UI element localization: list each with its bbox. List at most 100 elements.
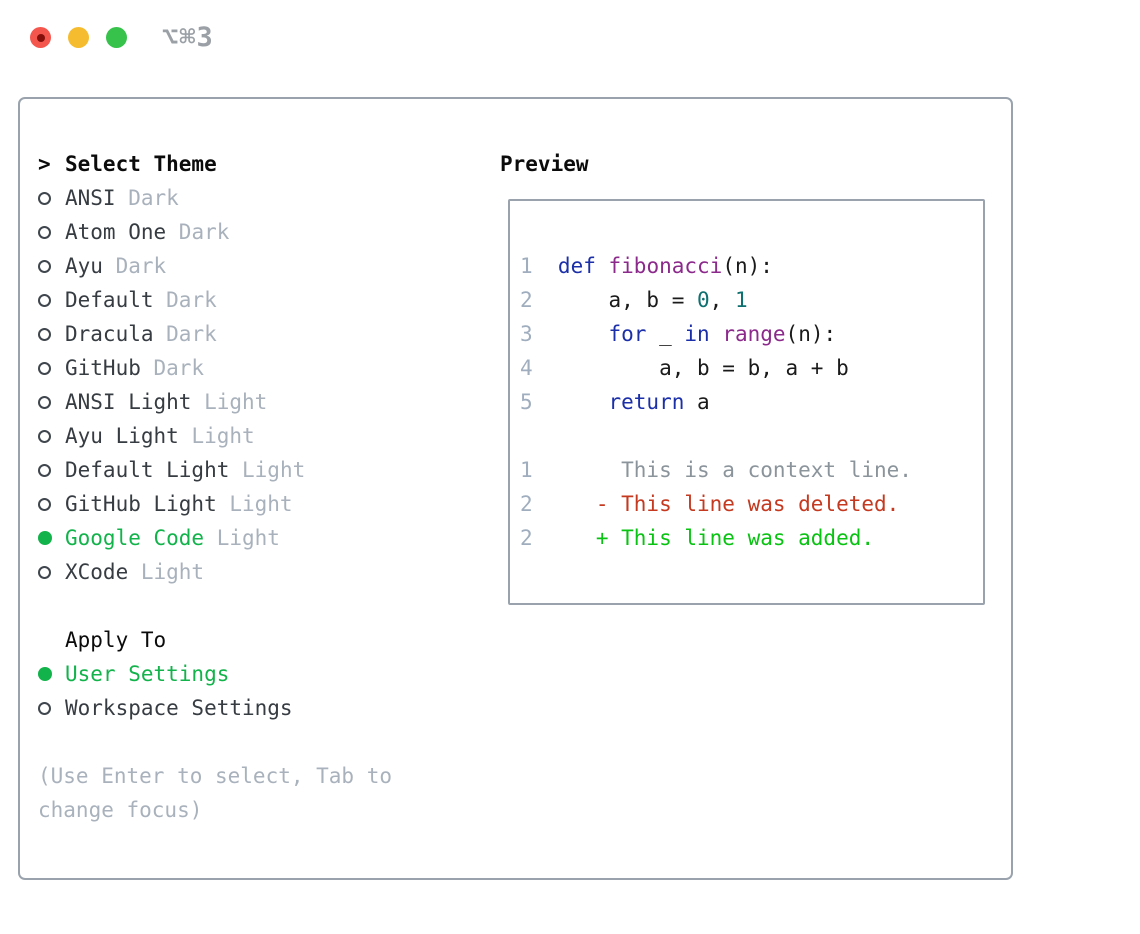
option-label: Atom One — [65, 220, 167, 244]
preview-label: Preview — [500, 152, 589, 176]
option-atom-one[interactable]: Atom One Dark — [38, 215, 478, 249]
radio-unselected-icon — [38, 225, 65, 239]
minimize-button[interactable] — [68, 27, 89, 48]
radio-unselected-icon — [38, 395, 65, 409]
radio-unselected-icon — [38, 191, 65, 205]
code-token: return — [608, 390, 685, 414]
select-theme-label: Select Theme — [65, 152, 217, 176]
option-workspace-settings[interactable]: Workspace Settings — [38, 691, 478, 725]
radio-unselected-icon — [38, 429, 65, 443]
code-token: 1 — [734, 288, 748, 312]
option-dracula[interactable]: Dracula Dark — [38, 317, 478, 351]
option-default[interactable]: Default Dark — [38, 283, 478, 317]
radio-unselected-icon — [38, 463, 65, 477]
code-token — [558, 390, 609, 414]
code-token: def — [557, 254, 596, 278]
option-label: ANSI — [65, 186, 116, 210]
option-github-light[interactable]: GitHub Light Light — [38, 487, 478, 521]
option-variant-label: Dark — [153, 288, 217, 312]
diff-text: + This line was added. — [557, 526, 874, 550]
line-number: 3 — [520, 322, 533, 346]
option-variant-label: Dark — [166, 220, 230, 244]
code-token — [596, 254, 609, 278]
close-button-dot-icon — [36, 33, 45, 42]
line-number: 2 — [520, 288, 533, 312]
option-variant-label: Light — [229, 458, 306, 482]
line-number: 1 — [520, 254, 533, 278]
option-label: Default — [65, 288, 154, 312]
code-line: 3 for _ in range(n): — [520, 317, 983, 351]
spacer — [38, 725, 478, 759]
diff-text: - This line was deleted. — [557, 492, 900, 516]
option-variant-label: Dark — [153, 322, 217, 346]
option-label: XCode — [65, 560, 129, 584]
code-token: fibonacci — [608, 254, 723, 278]
option-label: Google Code — [65, 526, 205, 550]
option-label: Dracula — [65, 322, 154, 346]
code-token — [558, 322, 609, 346]
blank-line — [520, 419, 983, 453]
option-user-settings[interactable]: User Settings — [38, 657, 478, 691]
line-number: 2 — [520, 492, 533, 516]
diff-line-deleted: 2 - This line was deleted. — [520, 487, 983, 521]
option-ansi[interactable]: ANSI Dark — [38, 181, 478, 215]
option-variant-label: Light — [191, 390, 268, 414]
keyboard-hint: (Use Enter to select, Tab to change focu… — [38, 764, 393, 822]
titlebar: ⌥⌘3 — [0, 0, 1140, 78]
apply-to-label: Apply To — [65, 628, 167, 652]
option-variant-label: Dark — [115, 186, 179, 210]
option-variant-label: Dark — [102, 254, 167, 278]
diff-line-added: 2 + This line was added. — [520, 521, 983, 555]
option-variant-label: Light — [128, 560, 205, 584]
option-default-light[interactable]: Default Light Light — [38, 453, 478, 487]
radio-unselected-icon — [38, 565, 65, 579]
option-label: User Settings — [65, 662, 230, 686]
line-number: 4 — [520, 356, 533, 380]
zoom-button[interactable] — [106, 27, 127, 48]
option-ansi-light[interactable]: ANSI Light Light — [38, 385, 478, 419]
line-number: 5 — [520, 390, 533, 414]
code-line: 4 a, b = b, a + b — [520, 351, 983, 385]
code-token: a, b = — [557, 288, 697, 312]
option-google-code[interactable]: Google Code Light — [38, 521, 478, 555]
option-ayu-light[interactable]: Ayu Light Light — [38, 419, 478, 453]
diff-text: This is a context line. — [557, 458, 912, 482]
close-button[interactable] — [30, 27, 51, 48]
apply-to-header: Apply To — [38, 623, 478, 657]
code-token: range — [722, 322, 786, 346]
option-github[interactable]: GitHub Dark — [38, 351, 478, 385]
option-variant-label: Light — [216, 492, 293, 516]
code-token: _ — [646, 322, 685, 346]
spacer — [38, 589, 478, 623]
code-token — [710, 322, 723, 346]
option-label: GitHub Light — [65, 492, 217, 516]
code-token: , — [709, 288, 735, 312]
code-token: for — [608, 322, 647, 346]
radio-unselected-icon — [38, 701, 65, 715]
code-token: (n): — [785, 322, 837, 346]
code-token: a, b = b, a + b — [557, 356, 849, 380]
radio-selected-icon — [38, 667, 65, 681]
radio-selected-icon — [38, 531, 65, 545]
radio-unselected-icon — [38, 259, 65, 273]
option-variant-label: Light — [178, 424, 255, 448]
diff-line-context: 1 This is a context line. — [520, 453, 983, 487]
option-ayu[interactable]: Ayu Dark — [38, 249, 478, 283]
cursor-prefix: > — [38, 152, 51, 176]
code-token: a — [684, 390, 710, 414]
option-label: Workspace Settings — [65, 696, 293, 720]
option-label: Ayu — [65, 254, 103, 278]
option-xcode[interactable]: XCode Light — [38, 555, 478, 589]
option-label: Default Light — [65, 458, 230, 482]
option-variant-label: Light — [204, 526, 280, 550]
radio-unselected-icon — [38, 361, 65, 375]
radio-unselected-icon — [38, 293, 65, 307]
select-theme-header: > Select Theme — [38, 147, 478, 181]
option-variant-label: Dark — [140, 356, 205, 380]
